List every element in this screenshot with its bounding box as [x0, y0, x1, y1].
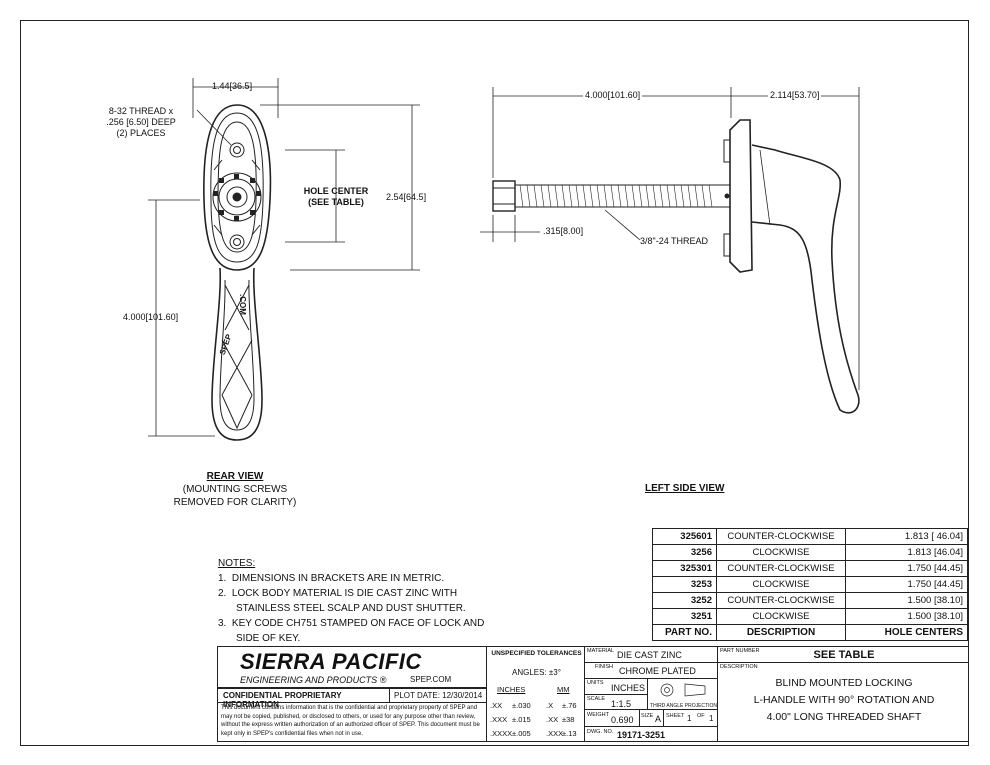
finish-value: CHROME PLATED	[619, 666, 696, 676]
note-2: 2. LOCK BODY MATERIAL IS DIE CAST ZINC W…	[218, 588, 458, 599]
stamp-com: .COM	[237, 294, 247, 315]
confidential-label: CONFIDENTIAL PROPRIETARY INFORMATION	[223, 691, 342, 709]
nut-dimension: .315[8.00]	[543, 226, 584, 236]
note-3: 3. KEY CODE CH751 STAMPED ON FACE OF LOC…	[218, 618, 485, 629]
plot-date: PLOT DATE: 12/30/2014	[394, 691, 483, 700]
company-website: SPEP.COM	[410, 675, 452, 684]
sheet-box: SHEET 1 OF 1	[663, 709, 718, 727]
rear-view-caption: REAR VIEW (MOUNTING SCREWS REMOVED FOR C…	[173, 471, 297, 508]
note-3-cont: SIDE OF KEY.	[236, 633, 301, 644]
units-box: UNITS INCHES	[584, 678, 648, 695]
material-value: DIE CAST ZINC	[617, 650, 682, 660]
dwg-no-value: 19171-3251	[617, 730, 666, 740]
scale-box: SCALE 1:1.5	[584, 694, 648, 710]
notes-heading: NOTES:	[218, 558, 256, 569]
thread-label: 3/8"-24 THREAD	[640, 236, 709, 246]
rear-head-dimension: 2.54[64.5]	[386, 192, 427, 202]
weight-value: 0.690	[611, 715, 634, 725]
size-value: A	[655, 714, 662, 724]
inches-header: INCHES	[497, 685, 526, 694]
part-number-box: PART NUMBER SEE TABLE	[717, 646, 969, 663]
company-box: SIERRA PACIFIC ENGINEERING AND PRODUCTS …	[217, 646, 487, 688]
rear-width-dimension: 1.44[36.5]	[212, 81, 253, 91]
dwg-no-box: DWG. NO. 19171-3251	[584, 726, 718, 742]
description-text: BLIND MOUNTED LOCKING L-HANDLE WITH 90° …	[753, 677, 935, 723]
company-subtitle: ENGINEERING AND PRODUCTS ®	[240, 675, 387, 685]
disclaimer-box: This document contains information that …	[217, 702, 487, 742]
finish-box: FINISH CHROME PLATED	[584, 662, 718, 679]
rear-view-dimensions	[148, 78, 420, 437]
tolerance-rows: .XX±.030.X±.76 .XXX±.015.XX±38 .XXXX±.00…	[490, 701, 577, 738]
shaft-length-dimension: 4.000[101.60]	[583, 90, 643, 100]
description-box: DESCRIPTION BLIND MOUNTED LOCKING L-HAND…	[717, 662, 969, 742]
mm-header: MM	[557, 685, 570, 694]
thread-callout: 8-32 THREAD x .256 [6.50] DEEP (2) PLACE…	[106, 106, 176, 138]
plot-date-box: PLOT DATE: 12/30/2014	[389, 688, 487, 703]
sheet-total: 1	[709, 714, 714, 723]
tolerances-title: UNSPECIFIED TOLERANCES	[491, 650, 582, 657]
scale-value: 1:1.5	[611, 699, 632, 709]
third-angle-projection-symbol	[660, 683, 706, 697]
part-number-value: SEE TABLE	[813, 649, 875, 661]
tolerances-box: UNSPECIFIED TOLERANCES ANGLES: ±3° INCHE…	[486, 646, 585, 742]
sheet-value: 1	[687, 714, 692, 723]
rear-view-handle	[203, 104, 272, 441]
side-view-caption: LEFT SIDE VIEW	[645, 483, 725, 494]
weight-box: WEIGHT 0.690	[584, 709, 640, 727]
hole-center-label: HOLE CENTER (SEE TABLE)	[303, 186, 369, 207]
size-box: SIZE A	[639, 709, 664, 727]
angles-tolerance: ANGLES: ±3°	[512, 668, 561, 677]
side-view-handle	[492, 119, 860, 414]
disclaimer-text: This document contains information that …	[221, 705, 480, 737]
projection-label: THIRD ANGLE PROJECTION	[650, 703, 717, 709]
drawing-border	[20, 20, 969, 746]
units-value: INCHES	[611, 683, 646, 693]
notes-section: NOTES: 1. DIMENSIONS IN BRACKETS ARE IN …	[218, 556, 498, 646]
rear-length-dimension: 4.000[101.60]	[123, 312, 179, 322]
handle-length-dimension: 2.114[53.70]	[768, 90, 822, 100]
projection-box: THIRD ANGLE PROJECTION	[647, 678, 718, 710]
note-2-cont: STAINLESS STEEL SCALP AND DUST SHUTTER.	[236, 603, 466, 614]
note-1: 1. DIMENSIONS IN BRACKETS ARE IN METRIC.	[218, 573, 445, 584]
material-box: MATERIAL DIE CAST ZINC	[584, 646, 718, 663]
company-name: SIERRA PACIFIC	[240, 649, 422, 674]
confidential-box: CONFIDENTIAL PROPRIETARY INFORMATION	[217, 688, 390, 709]
